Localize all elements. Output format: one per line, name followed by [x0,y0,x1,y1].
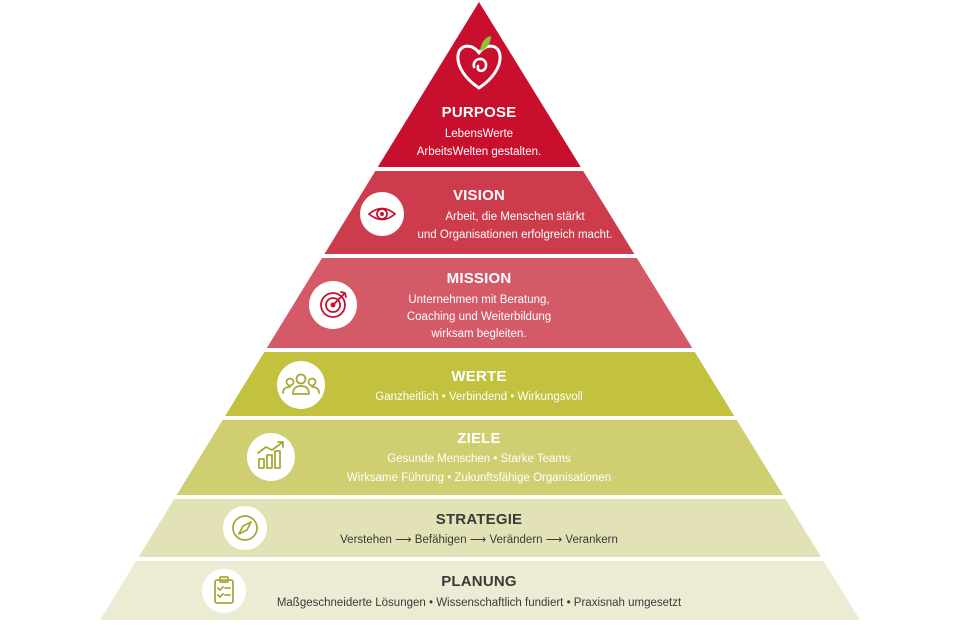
layer-band [138,499,822,557]
layer-line: ArbeitsWelten gestalten. [417,146,541,158]
eye-icon [360,192,404,236]
layer-title: PLANUNG [441,573,517,590]
pyramid-layer-planung: PLANUNG Maßgeschneiderte Lösungen • Wisse… [100,561,860,620]
layer-title: PURPOSE [442,104,517,121]
layer-band [100,561,860,620]
heart-apple-logo [456,36,502,90]
layer-band [266,258,693,348]
layer-line: Coaching und Weiterbildung [407,311,551,323]
layer-band [176,420,783,495]
pyramid-layer-ziele: ZIELE Gesunde Menschen • Starke TeamsWirk… [176,420,783,495]
layer-title: VISION [453,187,505,204]
layer-title: ZIELE [457,430,501,447]
target-icon [309,281,357,329]
clipboard-icon [202,569,246,613]
layer-line: LebensWerte [445,128,513,140]
pyramid-layer-strategie: STRATEGIE Verstehen ⟶ Befähigen ⟶ Verände… [138,499,822,557]
compass-icon [223,506,267,550]
layer-band [225,352,735,416]
layer-line: Maßgeschneiderte Lösungen • Wissenschaft… [277,597,682,609]
layer-line: Arbeit, die Menschen stärkt [445,211,585,223]
layer-line: Gesunde Menschen • Starke Teams [387,453,571,465]
layer-line: Verstehen ⟶ Befähigen ⟶ Verändern ⟶ Vera… [340,534,618,546]
pyramid-layer-mission: MISSION Unternehmen mit Beratung, Coaching… [266,258,693,348]
layer-line: Unternehmen mit Beratung, [408,294,549,306]
layer-band [324,171,635,254]
layer-title: STRATEGIE [436,511,523,528]
layer-title: WERTE [451,368,506,385]
layer-line: Wirksame Führung • Zukunftsfähige Organi… [347,472,611,484]
layer-title: MISSION [447,270,512,287]
chart-growth-icon [247,433,295,481]
layer-band [377,2,581,167]
layer-line: und Organisationen erfolgreich macht. [418,229,613,241]
layer-line: wirksam begleiten. [430,328,526,340]
people-icon [277,361,325,409]
layer-line: Ganzheitlich • Verbindend • Wirkungsvoll [375,391,583,403]
pyramid-layer-vision: VISION Arbeit, die Menschen stärkt und Org… [324,171,635,254]
pyramid-layer-werte: WERTE Ganzheitlich • Verbindend • Wirkung… [225,352,735,416]
